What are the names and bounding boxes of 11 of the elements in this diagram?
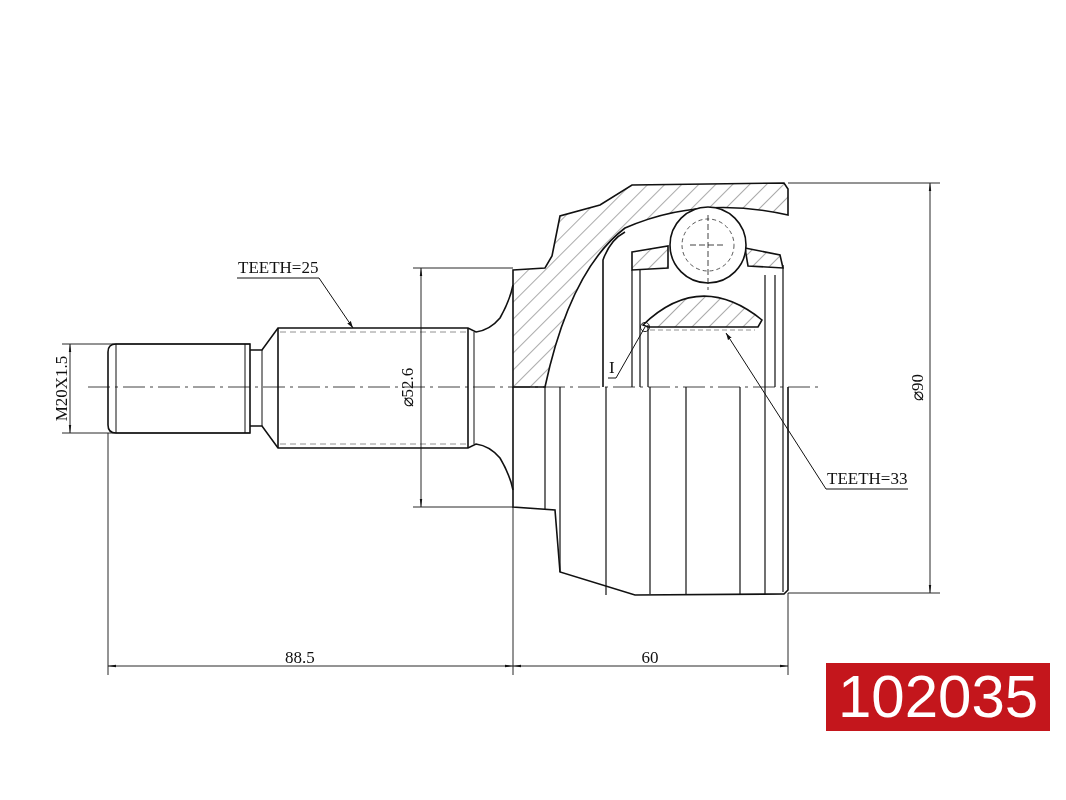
callout-text: TEETH=25 [237,259,320,278]
dimension-text: ⌀90 [908,373,926,401]
dimension-text: 60 [641,648,659,666]
leader-line [725,332,909,490]
part-number-badge: 102035 [826,663,1051,731]
callout-text: TEETH=33 [826,470,909,489]
dimension-text: 88.5 [285,648,315,666]
dimension-text: ⌀52.6 [399,367,417,407]
leader-line [236,277,354,329]
dimension-text: M20X1.5 [53,355,71,421]
callout-text: I [608,359,616,378]
